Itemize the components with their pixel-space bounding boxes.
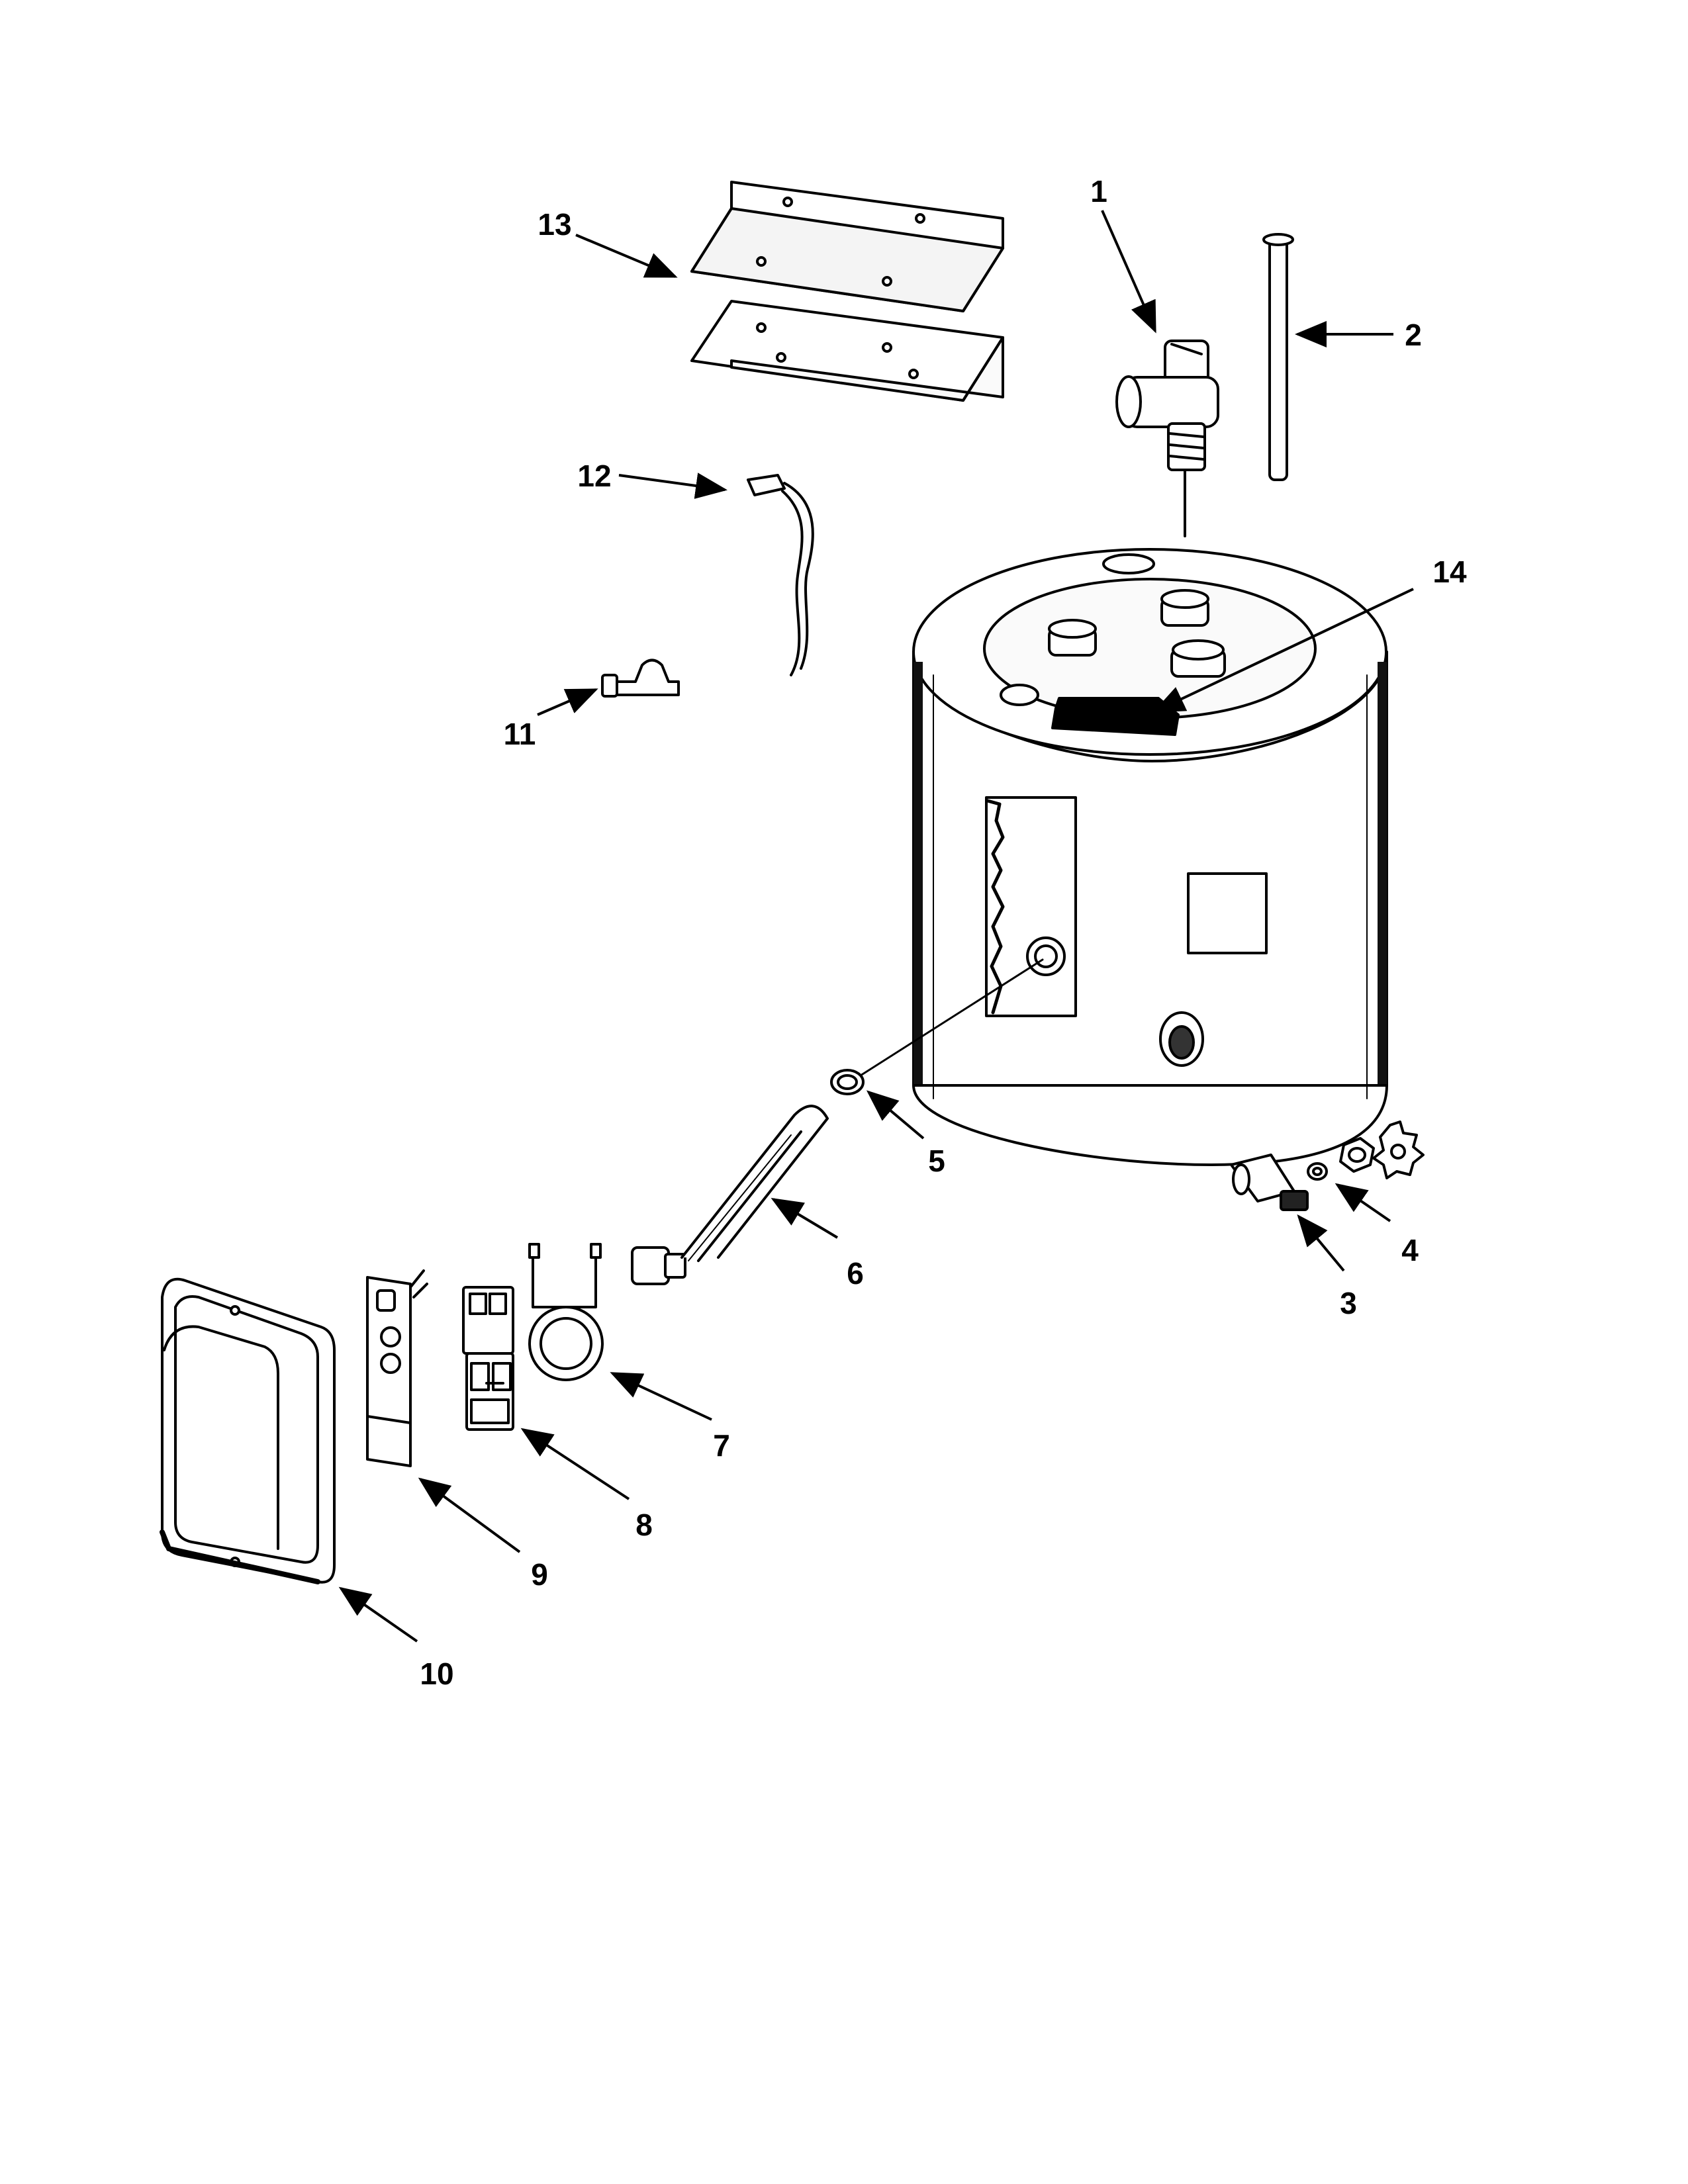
callout-5: 5	[928, 1144, 945, 1178]
leader-13	[575, 234, 678, 278]
access-cover	[160, 1277, 336, 1584]
callout-11: 11	[504, 717, 536, 751]
callout-13: 13	[538, 207, 571, 242]
drain-valve	[1230, 1154, 1309, 1211]
drain-hardware	[1307, 1120, 1425, 1181]
mounting-bracket-upper	[690, 181, 1004, 312]
leader-12	[618, 473, 727, 499]
leader-14	[1152, 588, 1414, 713]
callout-10: 10	[420, 1657, 453, 1691]
mounting-bracket-lower	[690, 300, 1004, 402]
leader-1	[1101, 210, 1156, 334]
callout-8: 8	[635, 1508, 653, 1542]
callout-2: 2	[1405, 318, 1422, 352]
dip-tube	[1262, 233, 1294, 481]
leader-10	[338, 1586, 418, 1643]
relief-valve	[1115, 340, 1219, 537]
leader-11	[537, 688, 598, 716]
leader-4	[1335, 1183, 1391, 1222]
leader-9	[418, 1477, 521, 1553]
callout-14: 14	[1432, 555, 1467, 589]
callout-4: 4	[1401, 1233, 1419, 1267]
leader-6	[771, 1197, 839, 1239]
thermostat	[462, 1286, 514, 1431]
leader-7	[610, 1372, 712, 1421]
label-plate	[1051, 697, 1180, 736]
callout-12: 12	[577, 459, 611, 493]
callout-1: 1	[1090, 174, 1107, 208]
leader-8	[520, 1428, 630, 1500]
callout-9: 9	[531, 1557, 548, 1592]
element-gasket	[528, 1243, 604, 1381]
gasket	[830, 958, 1044, 1095]
heating-element	[631, 1105, 829, 1285]
callout-7: 7	[713, 1428, 730, 1463]
water-heater-tank	[912, 548, 1388, 1166]
wire-clamp	[601, 659, 680, 698]
leader-5	[866, 1090, 925, 1140]
thermostat-bracket	[366, 1269, 428, 1467]
leader-3	[1297, 1214, 1345, 1272]
callout-6: 6	[847, 1256, 864, 1291]
callout-3: 3	[1340, 1286, 1357, 1320]
wire-harness	[747, 474, 814, 676]
